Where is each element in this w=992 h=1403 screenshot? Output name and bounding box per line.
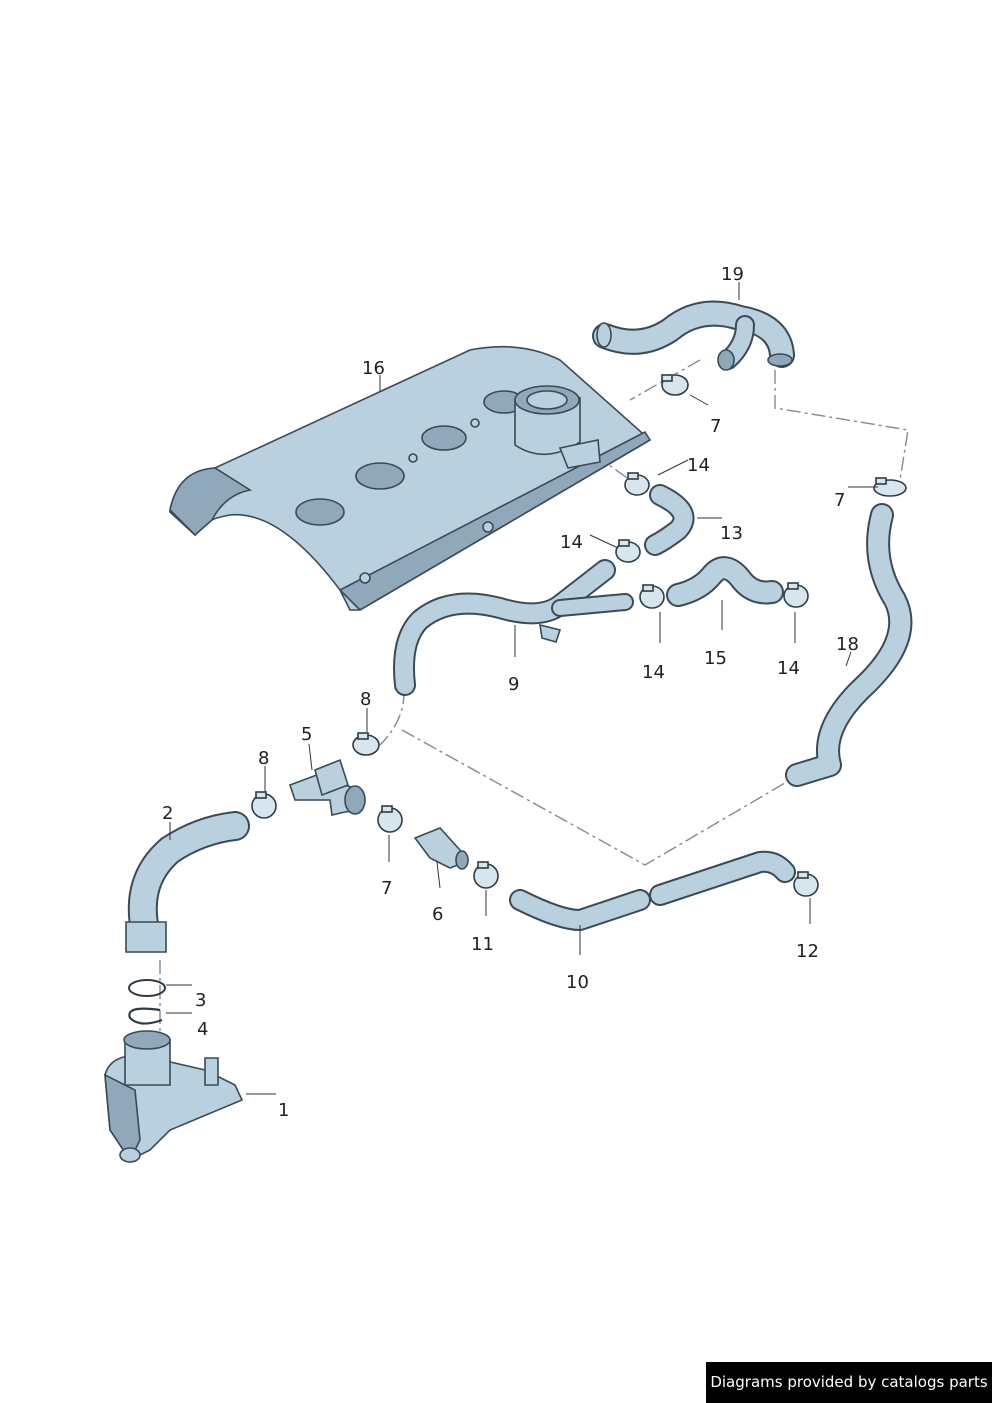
clamp-8-a[interactable]: [352, 732, 380, 756]
callout-13: 13: [720, 523, 743, 544]
clamp-8-b[interactable]: [251, 791, 277, 819]
clamp-14-b[interactable]: [615, 539, 641, 563]
clamp-7-mid[interactable]: [377, 805, 403, 833]
clamp-12[interactable]: [793, 871, 819, 897]
hose-2[interactable]: [125, 811, 250, 953]
callout-14-d: 14: [777, 658, 800, 679]
callout-19: 19: [721, 264, 744, 285]
callout-10: 10: [566, 972, 589, 993]
hose-13[interactable]: [644, 484, 695, 556]
clamp-14-d[interactable]: [783, 582, 809, 608]
callout-16: 16: [362, 358, 385, 379]
clamp-7-top[interactable]: [661, 374, 689, 396]
callout-labels: 1 2 3 4 5 6 7 7 7 7 8 8 9 10 11 12 13 14…: [162, 264, 859, 1121]
valve-cover[interactable]: [169, 345, 652, 612]
hose-18[interactable]: [785, 503, 913, 787]
callout-2: 2: [162, 803, 173, 824]
callout-12: 12: [796, 941, 819, 962]
circlip-4[interactable]: [128, 1007, 163, 1025]
callout-5: 5: [301, 724, 312, 745]
callout-1: 1: [278, 1100, 289, 1121]
clamp-11[interactable]: [473, 861, 499, 889]
oil-separator-housing-1[interactable]: [104, 1030, 244, 1163]
callout-18: 18: [836, 634, 859, 655]
hose-15[interactable]: [666, 556, 784, 607]
callout-7-top: 7: [710, 416, 721, 437]
callout-7-mid: 7: [381, 878, 392, 899]
callout-8-b: 8: [258, 748, 269, 769]
callout-14-a: 14: [687, 455, 710, 476]
o-ring-3[interactable]: [128, 979, 166, 997]
t-piece-5[interactable]: [288, 758, 366, 816]
callout-14-b: 14: [560, 532, 583, 553]
leader-lines: [166, 282, 878, 1095]
callout-3: 3: [195, 990, 206, 1011]
callout-6: 6: [432, 904, 443, 925]
callout-4: 4: [197, 1019, 208, 1040]
valve-6[interactable]: [413, 827, 469, 870]
clamps: [251, 374, 907, 897]
callout-15: 15: [704, 648, 727, 669]
callout-9: 9: [508, 674, 519, 695]
callout-11: 11: [471, 934, 494, 955]
clamp-7-right[interactable]: [873, 477, 907, 497]
callout-7-right: 7: [834, 490, 845, 511]
callout-8-a: 8: [360, 689, 371, 710]
hose-10[interactable]: [509, 850, 796, 931]
clamp-14-a[interactable]: [624, 472, 650, 496]
credit-banner: Diagrams provided by catalogs parts: [706, 1362, 992, 1403]
breather-hose-19[interactable]: [592, 300, 795, 371]
clamp-14-c[interactable]: [639, 584, 665, 609]
hose-9[interactable]: [393, 559, 634, 696]
callout-14-c: 14: [642, 662, 665, 683]
